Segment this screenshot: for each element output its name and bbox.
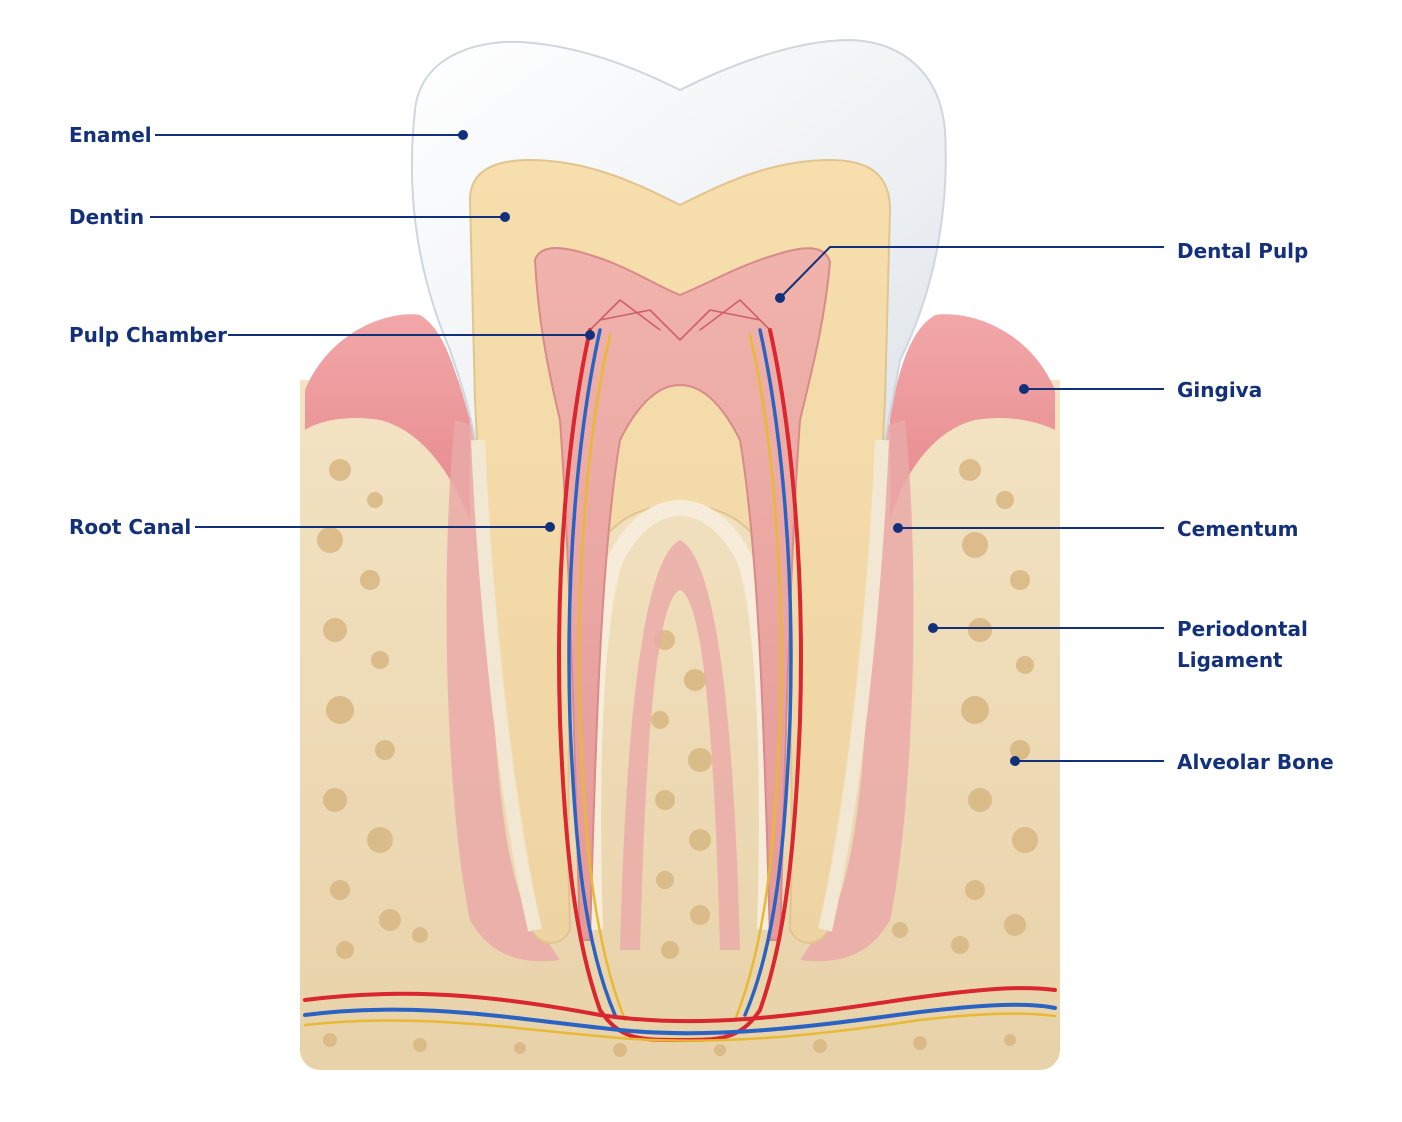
vein-right <box>743 328 793 1017</box>
periodontal-right <box>800 420 914 962</box>
cementum-left <box>471 439 542 932</box>
dot-dentin <box>500 212 510 222</box>
gingiva-left <box>305 314 470 520</box>
dot-periodontal <box>928 623 938 633</box>
bone-pores <box>317 459 1038 1057</box>
dot-gingiva <box>1019 384 1029 394</box>
base-vein <box>303 1002 1057 1036</box>
label-root-canal: Root Canal <box>69 515 191 539</box>
base-artery <box>303 986 1057 1024</box>
label-dentin: Dentin <box>69 205 144 229</box>
base-nerve <box>303 1012 1057 1042</box>
label-periodontal-line2: Ligament <box>1177 648 1283 672</box>
label-periodontal-line1: Periodontal <box>1177 617 1308 641</box>
dot-enamel <box>458 130 468 140</box>
label-alveolar-bone: Alveolar Bone <box>1177 750 1334 774</box>
nerve-left <box>577 333 627 1022</box>
dot-pulp-chamber <box>585 330 595 340</box>
leader-dots <box>458 130 1029 766</box>
periodontal-center <box>620 540 740 950</box>
dot-cementum <box>893 523 903 533</box>
periodontal-left <box>446 420 560 962</box>
label-cementum: Cementum <box>1177 517 1299 541</box>
cementum-right <box>818 439 889 932</box>
artery-right <box>678 328 803 1042</box>
label-gingiva: Gingiva <box>1177 378 1262 402</box>
dot-alveolar-bone <box>1010 756 1020 766</box>
dot-root-canal <box>545 522 555 532</box>
dot-dental-pulp <box>775 293 785 303</box>
nerve-right <box>733 333 783 1022</box>
pulp-capillaries <box>589 299 771 342</box>
vein-left <box>567 328 617 1017</box>
gingiva-right <box>890 314 1055 520</box>
leader-dental-pulp <box>779 246 1164 299</box>
label-enamel: Enamel <box>69 123 152 147</box>
label-pulp-chamber: Pulp Chamber <box>69 323 227 347</box>
label-dental-pulp: Dental Pulp <box>1177 239 1308 263</box>
vessels <box>303 299 1057 1042</box>
leader-lines <box>150 134 1164 762</box>
artery-left <box>557 328 682 1042</box>
labels: Enamel Dentin Pulp Chamber Root Canal De… <box>69 123 1334 774</box>
